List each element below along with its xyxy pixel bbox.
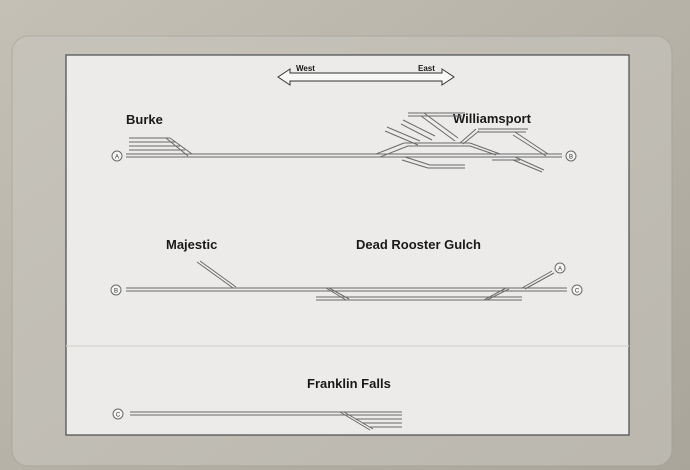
station-label-majestic: Majestic (166, 237, 217, 252)
track-line-burke-williamsport (126, 112, 562, 173)
station-label-franklin-falls: Franklin Falls (307, 376, 391, 391)
connector-c-east: C (571, 284, 583, 296)
connector-c-west: C (112, 408, 124, 420)
east-label: East (418, 64, 435, 73)
svg-text:B: B (569, 155, 573, 161)
connector-a-spur: A (554, 262, 566, 274)
connector-a-west: A (111, 150, 123, 162)
svg-text:A: A (558, 267, 562, 273)
station-label-burke: Burke (126, 112, 163, 127)
direction-arrow (277, 68, 455, 86)
station-label-dead-rooster-gulch: Dead Rooster Gulch (356, 237, 481, 252)
connector-b-west: B (110, 284, 122, 296)
track-line-majestic-dead-rooster-gulch (126, 260, 567, 301)
west-label: West (296, 64, 315, 73)
station-label-williamsport: Williamsport (453, 111, 532, 126)
track-line-franklin-falls (130, 411, 402, 431)
connector-b-east: B (565, 150, 577, 162)
svg-text:C: C (575, 289, 580, 295)
svg-text:C: C (116, 413, 121, 419)
paper-card (65, 54, 630, 436)
svg-text:A: A (115, 155, 119, 161)
svg-text:B: B (114, 289, 118, 295)
